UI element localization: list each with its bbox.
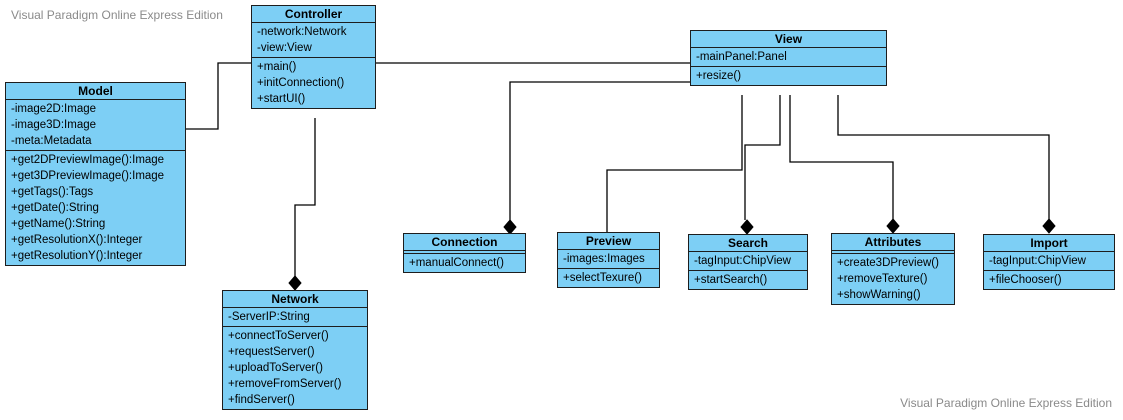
- operation-row: +getDate():String: [11, 202, 99, 214]
- operation-compartment: +startSearch(): [689, 271, 807, 289]
- edge-view-search: [744, 95, 781, 220]
- operation-row: +initConnection(): [257, 77, 345, 89]
- watermark-top: Visual Paradigm Online Express Edition: [11, 8, 223, 22]
- attribute-row: -meta:Metadata: [11, 135, 92, 147]
- class-preview[interactable]: Preview -images:Images +selectTexure(): [557, 232, 660, 288]
- operation-compartment: +selectTexure(): [558, 269, 659, 287]
- operation-row: +get2DPreviewImage():Image: [11, 154, 165, 166]
- class-name: Network: [223, 291, 367, 308]
- watermark-bottom: Visual Paradigm Online Express Edition: [900, 396, 1112, 410]
- class-name: Import: [984, 235, 1114, 252]
- class-attributes[interactable]: Attributes +create3DPreview() +removeTextu…: [831, 233, 955, 305]
- composition-diamond-search: [740, 219, 754, 235]
- class-name: Preview: [558, 233, 659, 250]
- edge-model-controller: [186, 62, 252, 130]
- attribute-compartment: -ServerIP:String: [223, 308, 367, 327]
- class-network[interactable]: Network -ServerIP:String +connectToServer(…: [222, 290, 368, 410]
- attribute-row: -view:View: [257, 42, 312, 54]
- composition-diamond-import: [1042, 218, 1056, 234]
- class-name: Model: [6, 83, 185, 100]
- attribute-compartment: -images:Images: [558, 250, 659, 269]
- operation-row: +getTags():Tags: [11, 186, 94, 198]
- attribute-row: -ServerIP:String: [228, 311, 310, 323]
- operation-row: +selectTexure(): [563, 272, 642, 284]
- attribute-compartment: -image2D:Image -image3D:Image -meta:Metada…: [6, 100, 185, 151]
- operation-row: +uploadToServer(): [228, 362, 323, 374]
- attribute-row: -tagInput:ChipView: [694, 255, 791, 267]
- edge-controller-network: [294, 118, 316, 283]
- operation-compartment: +connectToServer() +requestServer() +uploa…: [223, 327, 367, 409]
- operation-compartment: +fileChooser(): [984, 271, 1114, 289]
- attribute-row: -images:Images: [563, 253, 645, 265]
- attribute-compartment: -network:Network -view:View: [252, 23, 375, 58]
- composition-diamond-connection: [503, 219, 517, 235]
- edge-view-connection: [509, 81, 690, 221]
- operation-row: +create3DPreview(): [837, 257, 939, 269]
- operation-row: +startSearch(): [694, 274, 768, 286]
- attribute-row: -network:Network: [257, 26, 347, 38]
- class-name: View: [691, 31, 886, 48]
- attribute-compartment: -tagInput:ChipView: [689, 252, 807, 271]
- edge-view-import: [837, 95, 1050, 219]
- operation-row: +removeTexture(): [837, 273, 928, 285]
- class-view[interactable]: View -mainPanel:Panel +resize(): [690, 30, 887, 86]
- operation-row: +requestServer(): [228, 346, 315, 358]
- operation-compartment: +main() +initConnection() +startUI(): [252, 58, 375, 108]
- class-name: Controller: [252, 6, 375, 23]
- edge-view-attributes: [789, 95, 894, 219]
- class-model[interactable]: Model -image2D:Image -image3D:Image -meta:M…: [5, 82, 186, 266]
- class-name: Search: [689, 235, 807, 252]
- composition-diamond-attributes: [886, 218, 900, 234]
- attribute-row: -tagInput:ChipView: [989, 255, 1086, 267]
- class-name: Connection: [404, 234, 525, 251]
- attribute-compartment: -tagInput:ChipView: [984, 252, 1114, 271]
- operation-row: +showWarning(): [837, 289, 921, 301]
- attribute-row: -image2D:Image: [11, 103, 97, 115]
- operation-row: +manualConnect(): [409, 257, 504, 269]
- operation-row: +get3DPreviewImage():Image: [11, 170, 165, 182]
- attribute-compartment: [832, 251, 954, 254]
- operation-compartment: +create3DPreview() +removeTexture() +showW…: [832, 254, 954, 304]
- operation-row: +findServer(): [228, 394, 295, 406]
- attribute-row: -image3D:Image: [11, 119, 97, 131]
- operation-row: +startUI(): [257, 93, 306, 105]
- class-controller[interactable]: Controller -network:Network -view:View +mai…: [251, 5, 376, 109]
- operation-row: +getResolutionY():Integer: [11, 250, 143, 262]
- operation-compartment: +get2DPreviewImage():Image +get3DPreviewI…: [6, 151, 185, 265]
- class-search[interactable]: Search -tagInput:ChipView +startSearch(): [688, 234, 808, 290]
- operation-row: +getName():String: [11, 218, 106, 230]
- attribute-compartment: [404, 251, 525, 254]
- attribute-row: -mainPanel:Panel: [696, 51, 787, 63]
- class-import[interactable]: Import -tagInput:ChipView +fileChooser(): [983, 234, 1115, 290]
- operation-row: +main(): [257, 61, 297, 73]
- operation-row: +resize(): [696, 70, 742, 82]
- composition-diamond-network: [288, 275, 302, 291]
- operation-row: +connectToServer(): [228, 330, 329, 342]
- operation-row: +fileChooser(): [989, 274, 1062, 286]
- operation-row: +getResolutionX():Integer: [11, 234, 143, 246]
- class-connection[interactable]: Connection +manualConnect(): [403, 233, 526, 273]
- attribute-compartment: -mainPanel:Panel: [691, 48, 886, 67]
- operation-row: +removeFromServer(): [228, 378, 342, 390]
- class-name: Attributes: [832, 234, 954, 251]
- operation-compartment: +manualConnect(): [404, 254, 525, 272]
- edge-view-preview: [606, 95, 743, 232]
- operation-compartment: +resize(): [691, 67, 886, 85]
